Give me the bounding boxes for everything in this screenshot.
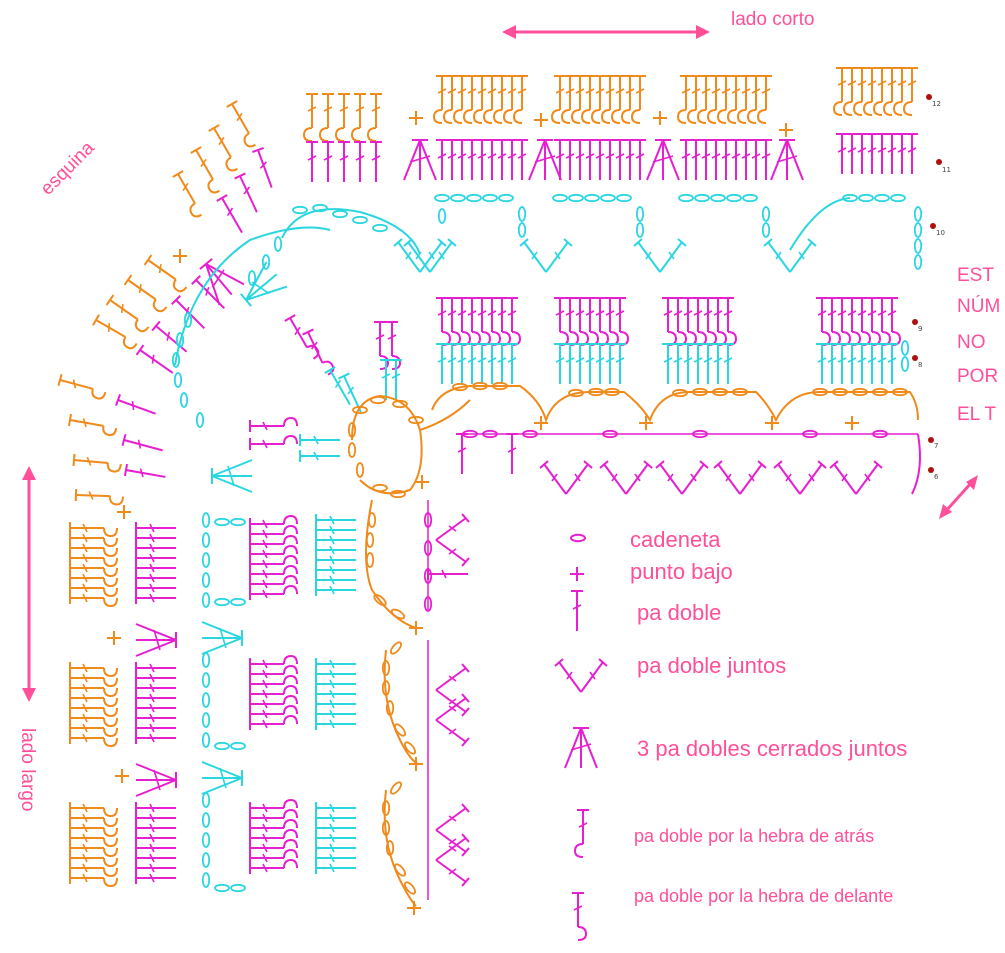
legend-item-double-crochet: pa doble bbox=[570, 590, 721, 632]
row-marker-11: 11 bbox=[936, 159, 951, 174]
row7-orange bbox=[431, 381, 919, 431]
legend-item-dc2tog: pa doble juntos bbox=[554, 653, 786, 693]
row-marker-12: 12 bbox=[926, 94, 941, 108]
corner-cyan bbox=[171, 203, 447, 493]
svg-text:3 pa dobles cerrados juntos: 3 pa dobles cerrados juntos bbox=[637, 736, 907, 761]
svg-text:EL T: EL T bbox=[957, 404, 996, 425]
corner-section bbox=[56, 100, 471, 520]
row-marker-7: 7 bbox=[928, 437, 938, 450]
row-marker-6: 6 bbox=[928, 467, 939, 481]
long-orange bbox=[69, 521, 424, 916]
svg-text:10: 10 bbox=[936, 229, 945, 237]
row11-magenta bbox=[305, 133, 919, 183]
dc3-cluster-icon bbox=[564, 727, 598, 769]
legend-item-front-loop: pa doble por la hebra de delante bbox=[571, 886, 893, 941]
long-side-blocks bbox=[69, 499, 470, 916]
row8-cyan bbox=[435, 340, 910, 385]
legend-item-chain: cadeneta bbox=[570, 527, 721, 552]
chain-icon bbox=[570, 533, 586, 543]
row6-magenta bbox=[455, 429, 921, 495]
svg-text:7: 7 bbox=[934, 442, 938, 450]
row-marker-9: 9 bbox=[912, 319, 922, 333]
svg-text:pa doble: pa doble bbox=[637, 600, 721, 625]
row12-orange bbox=[303, 67, 919, 142]
front-loop-dc-icon bbox=[571, 892, 587, 941]
single-crochet-icon bbox=[569, 566, 585, 582]
corner-magenta bbox=[114, 146, 401, 484]
diagonal-arrow bbox=[939, 475, 978, 519]
corner-orange-arch bbox=[347, 394, 471, 499]
legend-item-dc3-cluster: 3 pa dobles cerrados juntos bbox=[564, 727, 907, 769]
corner-orange bbox=[56, 100, 262, 520]
label-lado-largo: lado largo bbox=[17, 728, 38, 811]
label-esquina: esquina bbox=[37, 137, 99, 199]
long-magenta bbox=[135, 500, 470, 900]
svg-text:POR: POR bbox=[957, 366, 998, 387]
svg-text:pa doble por la hebra de delan: pa doble por la hebra de delante bbox=[634, 886, 893, 906]
row-markers: 12 11 10 9 8 7 6 bbox=[912, 94, 951, 481]
legend-item-back-loop: pa doble por la hebra de atrás bbox=[574, 809, 874, 858]
row-marker-10: 10 bbox=[930, 223, 945, 237]
row-marker-8: 8 bbox=[912, 355, 922, 369]
svg-text:8: 8 bbox=[918, 361, 922, 369]
svg-text:NO: NO bbox=[957, 332, 986, 353]
row9-magenta bbox=[435, 297, 901, 346]
svg-text:12: 12 bbox=[932, 100, 941, 108]
svg-text:11: 11 bbox=[942, 166, 951, 174]
svg-text:punto bajo: punto bajo bbox=[630, 559, 733, 584]
label-lado-corto: lado corto bbox=[731, 9, 814, 30]
svg-text:6: 6 bbox=[934, 473, 939, 481]
svg-text:NÚM: NÚM bbox=[957, 295, 1000, 317]
svg-text:EST: EST bbox=[957, 265, 994, 286]
svg-text:pa doble juntos: pa doble juntos bbox=[637, 653, 786, 678]
legend-item-single-crochet: punto bajo bbox=[569, 559, 733, 584]
legend: cadeneta punto bajo pa doble pa doble ju… bbox=[554, 527, 907, 941]
dc2tog-icon bbox=[554, 658, 608, 693]
svg-text:9: 9 bbox=[918, 325, 922, 333]
long-cyan bbox=[201, 512, 357, 893]
svg-text:cadeneta: cadeneta bbox=[630, 527, 721, 552]
row10-cyan bbox=[403, 193, 923, 273]
short-side-blocks bbox=[303, 67, 923, 495]
svg-text:pa doble por la hebra de atrás: pa doble por la hebra de atrás bbox=[634, 826, 874, 846]
short-side-arrow bbox=[502, 25, 710, 39]
back-loop-dc-icon bbox=[574, 809, 590, 858]
double-crochet-icon bbox=[570, 590, 584, 632]
side-note: EST NÚM NO POR EL T bbox=[957, 265, 1000, 425]
long-orange-arch1 bbox=[365, 499, 417, 629]
long-side-arrow bbox=[22, 466, 36, 702]
